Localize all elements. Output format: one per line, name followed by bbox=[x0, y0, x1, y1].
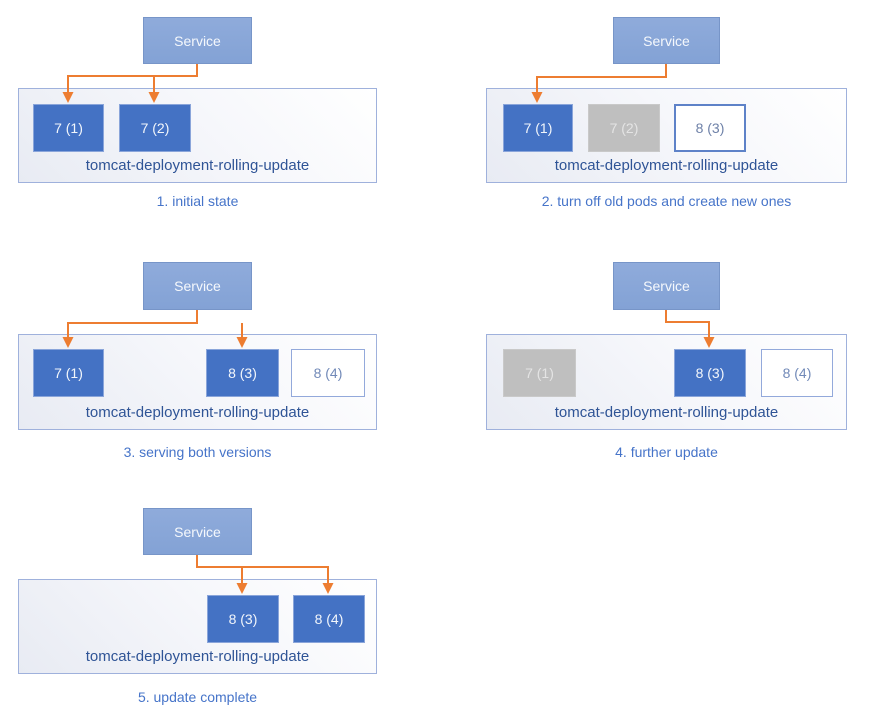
service-label: Service bbox=[643, 32, 690, 49]
panel-caption: 5. update complete bbox=[137, 689, 258, 705]
service-node: Service bbox=[613, 262, 720, 310]
service-node: Service bbox=[143, 508, 252, 555]
pod-label: 7 (1) bbox=[523, 120, 553, 136]
service-node: Service bbox=[613, 17, 720, 64]
pod-label: 8 (4) bbox=[782, 365, 812, 381]
pod-label: 7 (1) bbox=[54, 365, 83, 381]
pod-8-4: 8 (4) bbox=[291, 349, 365, 397]
service-node: Service bbox=[143, 17, 252, 64]
pod-7-1: 7 (1) bbox=[503, 104, 573, 152]
pod-label: 8 (4) bbox=[313, 365, 343, 381]
service-label: Service bbox=[174, 523, 221, 540]
deployment-name: tomcat-deployment-rolling-update bbox=[85, 404, 310, 421]
panel-caption: 3. serving both versions bbox=[123, 444, 272, 460]
pod-7-1: 7 (1) bbox=[503, 349, 576, 397]
deployment-box: 7 (1) 7 (2) 8 (3) tomcat-deployment-roll… bbox=[486, 88, 847, 183]
deployment-name: tomcat-deployment-rolling-update bbox=[85, 648, 310, 665]
pod-label: 8 (3) bbox=[228, 365, 257, 381]
panel-caption: 1. initial state bbox=[156, 193, 239, 209]
deployment-box: 7 (1) 8 (3) 8 (4) tomcat-deployment-roll… bbox=[18, 334, 377, 430]
pod-label: 7 (1) bbox=[525, 365, 554, 381]
pod-8-4: 8 (4) bbox=[761, 349, 833, 397]
deployment-name: tomcat-deployment-rolling-update bbox=[554, 157, 779, 174]
pod-8-4: 8 (4) bbox=[293, 595, 365, 643]
pod-7-2: 7 (2) bbox=[119, 104, 191, 152]
pod-8-3: 8 (3) bbox=[206, 349, 279, 397]
pod-8-3: 8 (3) bbox=[674, 349, 746, 397]
deployment-name: tomcat-deployment-rolling-update bbox=[85, 157, 310, 174]
pod-label: 8 (3) bbox=[228, 611, 258, 627]
pod-8-3: 8 (3) bbox=[674, 104, 746, 152]
deployment-box: 8 (3) 8 (4) tomcat-deployment-rolling-up… bbox=[18, 579, 377, 674]
pod-label: 7 (2) bbox=[140, 120, 170, 136]
pod-label: 8 (3) bbox=[695, 120, 725, 136]
deployment-box: 7 (1) 8 (3) 8 (4) tomcat-deployment-roll… bbox=[486, 334, 847, 430]
pod-label: 8 (3) bbox=[695, 365, 725, 381]
pod-label: 8 (4) bbox=[314, 611, 344, 627]
pod-7-1: 7 (1) bbox=[33, 104, 104, 152]
pod-8-3: 8 (3) bbox=[207, 595, 279, 643]
service-node: Service bbox=[143, 262, 252, 310]
pod-label: 7 (2) bbox=[609, 120, 639, 136]
deployment-box: 7 (1) 7 (2) tomcat-deployment-rolling-up… bbox=[18, 88, 377, 183]
pod-7-2: 7 (2) bbox=[588, 104, 660, 152]
panel-caption: 4. further update bbox=[615, 444, 718, 460]
service-label: Service bbox=[643, 278, 690, 294]
panel-caption: 2. turn off old pods and create new ones bbox=[541, 193, 792, 209]
deployment-name: tomcat-deployment-rolling-update bbox=[554, 404, 779, 421]
service-label: Service bbox=[174, 278, 221, 294]
service-label: Service bbox=[174, 32, 221, 49]
pod-label: 7 (1) bbox=[54, 120, 83, 136]
pod-7-1: 7 (1) bbox=[33, 349, 104, 397]
